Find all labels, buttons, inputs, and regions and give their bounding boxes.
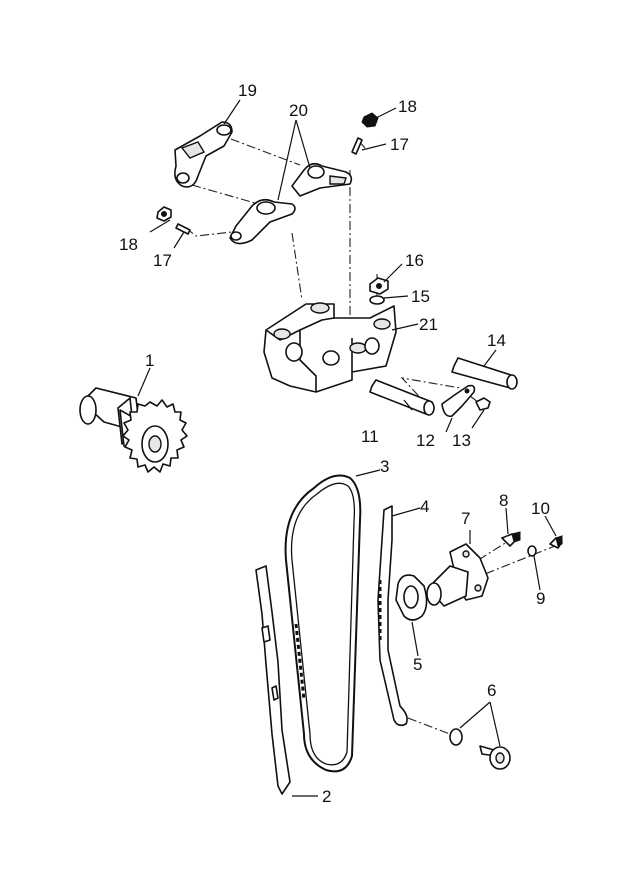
cam-chain-part-3 — [284, 474, 362, 773]
pivot-bolt-part-6 — [449, 728, 511, 770]
callout-5: 5 — [413, 655, 422, 674]
callout-4: 4 — [420, 497, 429, 516]
callout-9: 9 — [536, 589, 545, 608]
o-ring-part-9 — [527, 545, 537, 557]
callout-1: 1 — [145, 351, 154, 370]
callout-labels: 1 2 3 4 5 6 7 8 9 10 11 12 13 14 15 16 1… — [119, 81, 550, 806]
rocker-arm-part-20-lower — [229, 198, 296, 245]
callout-20: 20 — [289, 101, 308, 120]
callout-17-upper: 17 — [390, 135, 409, 154]
chain-tensioner-part-7 — [426, 543, 489, 607]
camshaft-part-1 — [79, 387, 188, 473]
callout-19: 19 — [238, 81, 257, 100]
callout-7: 7 — [461, 509, 470, 528]
callout-18-upper: 18 — [398, 97, 417, 116]
rocker-arm-part-20-upper — [291, 162, 353, 197]
lock-nut-part-18-upper — [361, 112, 379, 128]
nut-part-16 — [369, 277, 389, 295]
camshaft-sprocket — [122, 399, 188, 473]
bolt-part-10 — [549, 535, 563, 549]
rocker-shaft-part-14 — [451, 357, 518, 390]
gasket-part-5 — [395, 574, 428, 621]
rocker-arm-part-19 — [174, 121, 233, 188]
lock-nut-part-18-lower — [156, 206, 172, 222]
callout-6: 6 — [487, 681, 496, 700]
callout-21: 21 — [419, 315, 438, 334]
bolt-part-13 — [475, 397, 491, 411]
bolt-part-8 — [501, 531, 521, 547]
callout-13: 13 — [452, 431, 471, 450]
shaft-plate-part-12 — [441, 384, 476, 418]
callout-17-lower: 17 — [153, 251, 172, 270]
adjusting-screw-part-17-upper — [351, 137, 363, 155]
callout-18-lower: 18 — [119, 235, 138, 254]
callout-2: 2 — [322, 787, 331, 806]
callout-3: 3 — [380, 457, 389, 476]
callout-15: 15 — [411, 287, 430, 306]
callout-leaders — [137, 99, 557, 797]
callout-16: 16 — [405, 251, 424, 270]
chain-guide-part-2 — [255, 565, 291, 795]
callout-11: 11 — [361, 427, 379, 446]
adjusting-screw-part-17-lower — [175, 223, 191, 235]
rocker-shaft-part-11 — [369, 379, 435, 416]
callout-8: 8 — [499, 491, 508, 510]
washer-part-15 — [369, 295, 385, 305]
callout-14: 14 — [487, 331, 506, 350]
callout-10: 10 — [531, 499, 550, 518]
tensioner-guide-part-4 — [377, 505, 408, 727]
callout-12: 12 — [416, 431, 435, 450]
rocker-bracket-part-21 — [263, 302, 397, 393]
